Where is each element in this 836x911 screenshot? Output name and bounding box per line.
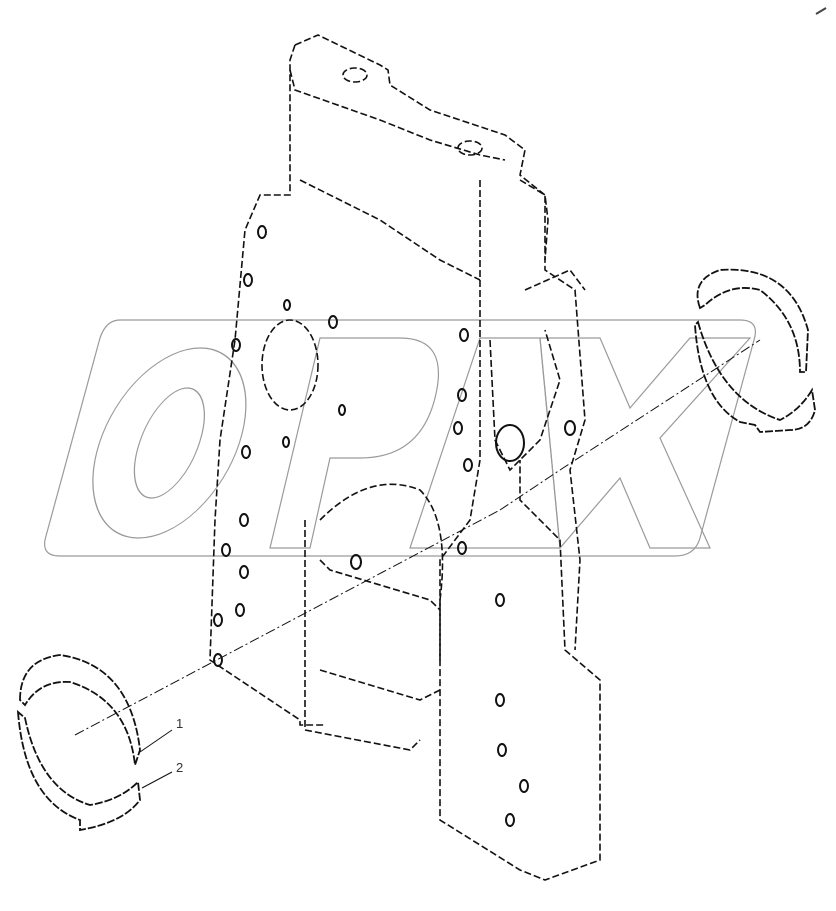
- callout-1: 1: [176, 716, 184, 731]
- opex-watermark: [44, 319, 756, 557]
- callout-2: 2: [176, 760, 184, 775]
